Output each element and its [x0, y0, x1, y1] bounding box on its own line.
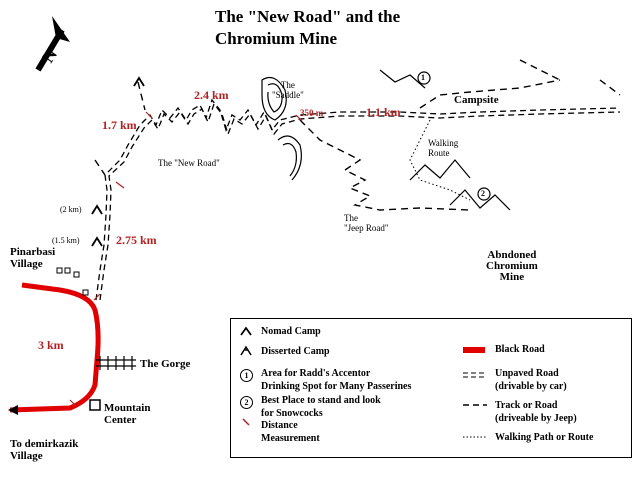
compass-arrow-icon	[35, 16, 70, 72]
saddle-label: The "Saddle"	[272, 80, 304, 100]
pinarbasi-village-label: Pinarbasi Village	[10, 246, 56, 270]
legend-circle-1: 1	[240, 369, 253, 382]
map-circle-2-label: 2	[481, 189, 485, 198]
marker-1-5-km: (1.5 km)	[52, 236, 80, 245]
distance-350-m: 350 m	[300, 108, 324, 118]
legend-nomad-camp-icon	[240, 326, 252, 336]
nomad-camp-icon	[91, 76, 145, 247]
distance-1-1-km: 1.1 km	[366, 105, 401, 119]
legend-black-road-swatch	[463, 347, 485, 353]
new-road-label: The "New Road"	[158, 158, 220, 168]
campsite-label: Campsite	[454, 94, 499, 106]
road-arrow-icon	[8, 405, 18, 415]
mountains	[379, 69, 511, 211]
legend-item-1: Area for Radd's Accentor Drinking Spot f…	[261, 368, 412, 392]
black-road	[9, 282, 101, 413]
saddle-contours	[261, 77, 302, 181]
chromium-mine-label: Abndoned Chromium Mine	[486, 249, 538, 283]
legend-disserted-camp: Disserted Camp	[261, 346, 330, 357]
legend-black-road: Black Road	[495, 344, 545, 355]
jeep-road-label: The "Jeep Road"	[344, 213, 389, 233]
distance-3-km: 3 km	[38, 338, 64, 352]
legend-symbols	[240, 326, 487, 438]
marker-2-km: (2 km)	[60, 205, 82, 214]
track-road	[94, 59, 621, 211]
distance-tick-icon	[69, 111, 303, 407]
gorge-icon	[96, 356, 136, 370]
distance-1-7-km: 1.7 km	[102, 118, 137, 132]
map-circle-1-label: 1	[421, 73, 425, 82]
legend-distance-tick-icon	[242, 418, 250, 426]
demirkazik-village-label: To demirkazik Village	[10, 438, 79, 462]
walking-route-label: Walking Route	[428, 138, 459, 158]
legend-item-2: Best Place to stand and look for Snowcoc…	[261, 395, 381, 419]
title-line-1: The "New Road" and the	[215, 7, 401, 26]
title-line-2: Chromium Mine	[215, 29, 337, 48]
legend-nomad-camp: Nomad Camp	[261, 326, 321, 337]
mountain-center-label: Mountain Center	[104, 402, 151, 426]
legend-unpaved-road: Unpaved Road (drivable by car)	[495, 368, 567, 392]
distance-2-75-km: 2.75 km	[116, 233, 157, 247]
walking-path	[409, 119, 471, 201]
legend-track-road: Track or Road (driveable by Jeep)	[495, 400, 577, 424]
map-title: The "New Road" and the Chromium Mine	[215, 6, 400, 50]
legend-walking-path: Walking Path or Route	[495, 432, 594, 443]
map-legend: 1 2 Nomad Camp Disserted Camp Area for R…	[230, 318, 632, 458]
legend-circle-2: 2	[240, 396, 253, 409]
gorge-label: The Gorge	[140, 358, 191, 370]
map-circles	[417, 71, 491, 201]
building-icon	[56, 267, 101, 411]
unpaved-road	[95, 98, 621, 301]
legend-distance: Distance Measurement	[261, 420, 320, 444]
legend-disserted-camp-icon	[240, 345, 252, 356]
distance-2-4-km: 2.4 km	[194, 88, 229, 102]
